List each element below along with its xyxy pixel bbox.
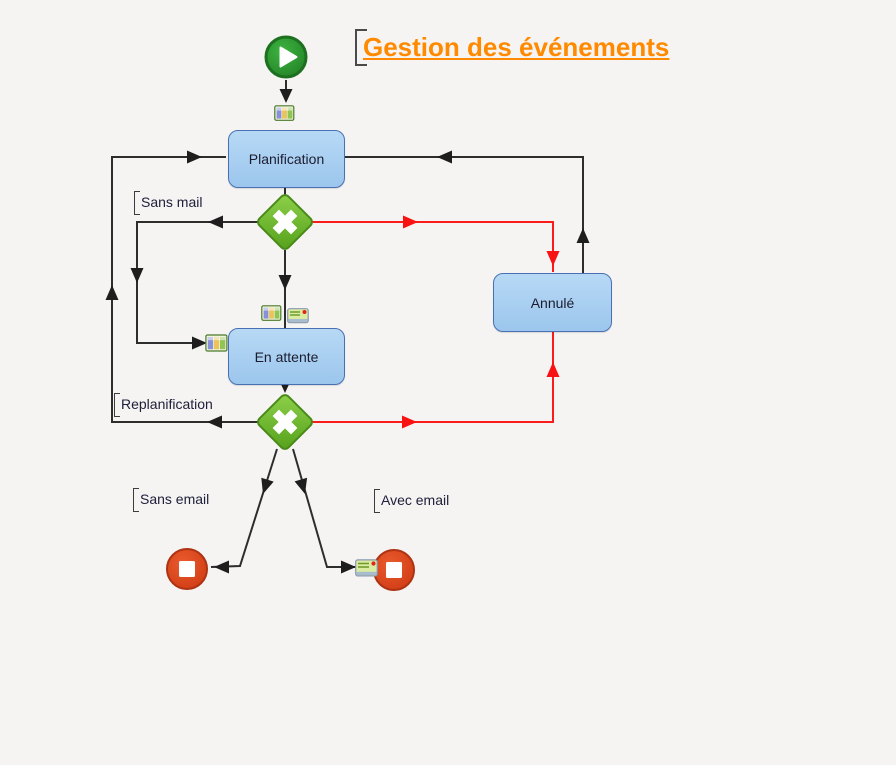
label-bracket bbox=[134, 191, 140, 215]
edge-label-avec-email: Avec email bbox=[374, 489, 449, 513]
stop-square-icon bbox=[166, 548, 208, 590]
start-event[interactable] bbox=[263, 34, 309, 85]
email-icon bbox=[355, 559, 378, 582]
label-bracket bbox=[133, 488, 139, 512]
diagram-title[interactable]: Gestion des événements bbox=[363, 32, 670, 62]
edge-label-sans-email: Sans email bbox=[133, 488, 209, 512]
stop-square-icon bbox=[373, 549, 415, 591]
gateway-top[interactable] bbox=[253, 190, 317, 259]
label-bracket bbox=[374, 489, 380, 513]
edge-label-sans-mail: Sans mail bbox=[134, 191, 202, 215]
title-bracket bbox=[355, 29, 367, 66]
task-label: Annulé bbox=[530, 294, 575, 311]
label-bracket bbox=[114, 393, 120, 417]
calendar-icon bbox=[274, 104, 295, 127]
task-en-attente[interactable]: En attente bbox=[228, 328, 345, 385]
task-label: En attente bbox=[254, 348, 319, 365]
gateway-bottom[interactable] bbox=[253, 390, 317, 459]
exclusive-gateway-icon bbox=[257, 394, 313, 450]
end-event-avec-email[interactable] bbox=[372, 548, 416, 597]
black-arrowheads bbox=[105, 89, 590, 574]
end-event-sans-email[interactable] bbox=[165, 547, 209, 596]
task-annule[interactable]: Annulé bbox=[493, 273, 612, 332]
edge-label-replanification: Replanification bbox=[114, 393, 213, 417]
task-label: Planification bbox=[248, 151, 325, 167]
exclusive-gateway-icon bbox=[257, 194, 313, 250]
calendar-icon bbox=[205, 333, 228, 358]
calendar-icon bbox=[261, 304, 282, 327]
red-arrowheads bbox=[402, 215, 560, 429]
task-planification[interactable]: Planification bbox=[228, 130, 345, 188]
play-icon bbox=[264, 35, 308, 79]
email-icon bbox=[287, 308, 309, 329]
